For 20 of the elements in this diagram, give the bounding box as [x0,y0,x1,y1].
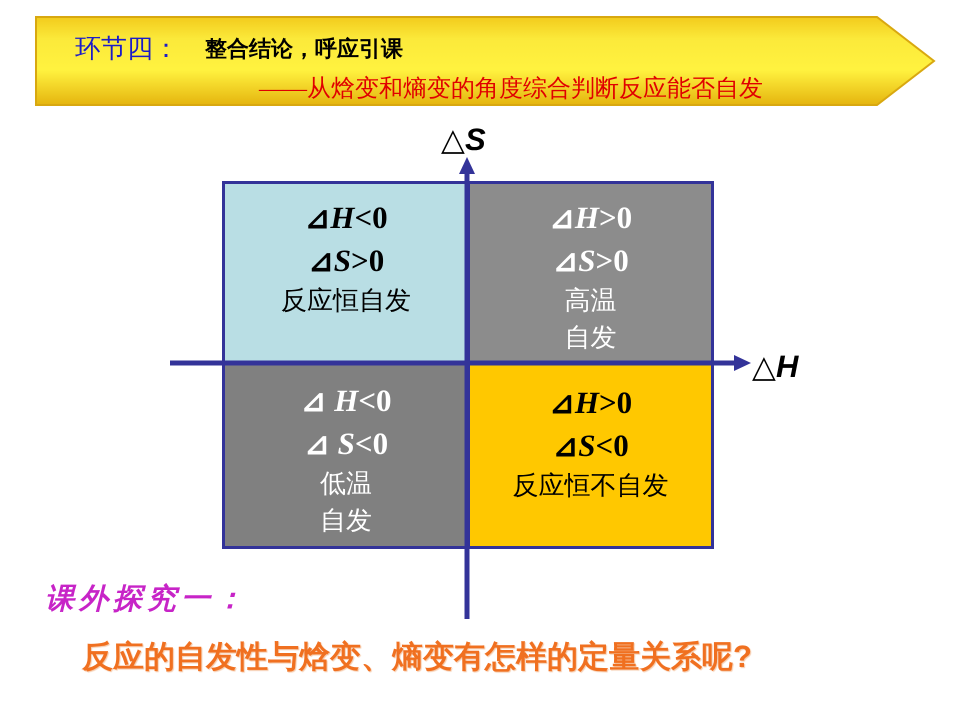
condition-text: ⊿H>0 [548,384,632,422]
condition-text: ⊿ S<0 [304,425,388,463]
condition-text: ⊿S>0 [552,242,629,280]
result-text: 反应恒不自发 [512,469,668,502]
banner-arrow [35,14,937,109]
result-text: 低温自发 [319,467,373,537]
section-title: 整合结论，呼应引课 [205,35,403,63]
axis-label: △H [752,348,798,385]
result-text: 反应恒自发 [281,284,411,317]
condition-text: ⊿ H<0 [300,382,392,420]
section-number: 环节四： [75,33,179,65]
axis-label: △S [441,121,486,158]
result-text: 高温自发 [564,284,618,354]
condition-text: ⊿S<0 [552,427,629,465]
prompt-heading: 课外探究一： [45,580,249,617]
condition-text: ⊿S>0 [308,242,384,280]
subtitle-text: ——从焓变和熵变的角度综合判断反应能否自发 [259,74,763,104]
question-text: 反应的自发性与焓变、熵变有怎样的定量关系呢? [82,638,752,676]
condition-text: ⊿H>0 [548,199,632,237]
condition-text: ⊿H<0 [304,199,388,237]
